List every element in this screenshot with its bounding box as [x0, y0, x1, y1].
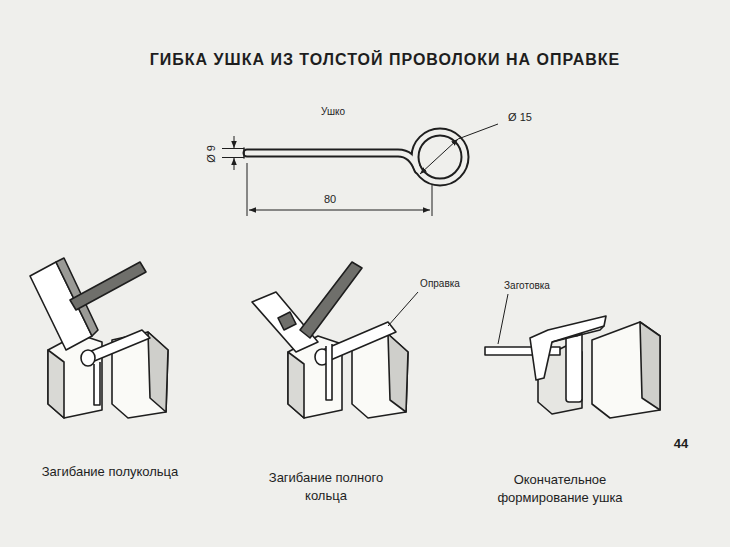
dimension-lines-part	[247, 163, 248, 216]
vise-full-ring-part	[326, 344, 332, 400]
dimension-lines-part	[234, 158, 235, 170]
dimension-lines-part	[234, 136, 235, 148]
vise-half-ring-part	[48, 350, 64, 418]
eye-part-part	[247, 153, 418, 170]
page-number: 44	[674, 435, 688, 453]
leader-lines	[388, 292, 508, 344]
eye-part-part	[247, 153, 418, 170]
vise-half-ring-part	[94, 362, 100, 405]
vise-final-part	[592, 322, 660, 418]
vise-final-part	[552, 326, 604, 342]
part-label: 80	[324, 192, 336, 207]
vise-final-part	[640, 322, 660, 410]
step-caption: Загибание полного кольца	[251, 469, 401, 504]
vise-half-ring-part	[70, 262, 146, 310]
vise-full-ring-part	[288, 352, 304, 418]
vise-full-ring-part	[300, 262, 362, 338]
dimension-lines-part	[249, 210, 430, 211]
dimension-lines-part	[420, 139, 458, 174]
leader-lines-part	[388, 292, 418, 326]
vise-half-ring-part	[148, 332, 168, 412]
part-label: Ø 15	[508, 110, 532, 125]
vise-final	[485, 316, 660, 418]
dimension-lines-part	[458, 124, 498, 139]
leader-lines-part	[498, 294, 508, 344]
vise-half-ring-part	[48, 334, 102, 418]
part-label: Ø 9	[204, 145, 219, 163]
step-caption: Окончательное формирование ушка	[485, 471, 635, 506]
eye-part	[244, 132, 465, 182]
title: ГИБКА УШКА ИЗ ТОЛСТОЙ ПРОВОЛОКИ НА ОПРАВ…	[150, 49, 620, 71]
dimension-lines-part	[432, 185, 433, 216]
dimension-lines-part	[222, 148, 244, 149]
part-label: Заготовка	[504, 279, 550, 293]
dimension-lines-part	[222, 157, 244, 158]
part-label: Оправка	[420, 277, 460, 291]
eye-part-part	[415, 132, 465, 182]
vise-full-ring-part	[388, 334, 408, 412]
vise-half-ring-part	[81, 350, 95, 366]
vise-half-ring	[30, 258, 168, 418]
vise-final-part	[530, 316, 606, 380]
vise-final-part	[566, 332, 582, 402]
eye-part-part	[243, 148, 245, 158]
part-label: Ушко	[321, 105, 345, 119]
dimension-lines	[222, 124, 498, 216]
step-caption: Загибание полукольца	[10, 463, 210, 481]
vise-full-ring-part	[278, 312, 296, 330]
eye-part-part	[415, 132, 465, 182]
vise-full-ring	[252, 262, 408, 418]
